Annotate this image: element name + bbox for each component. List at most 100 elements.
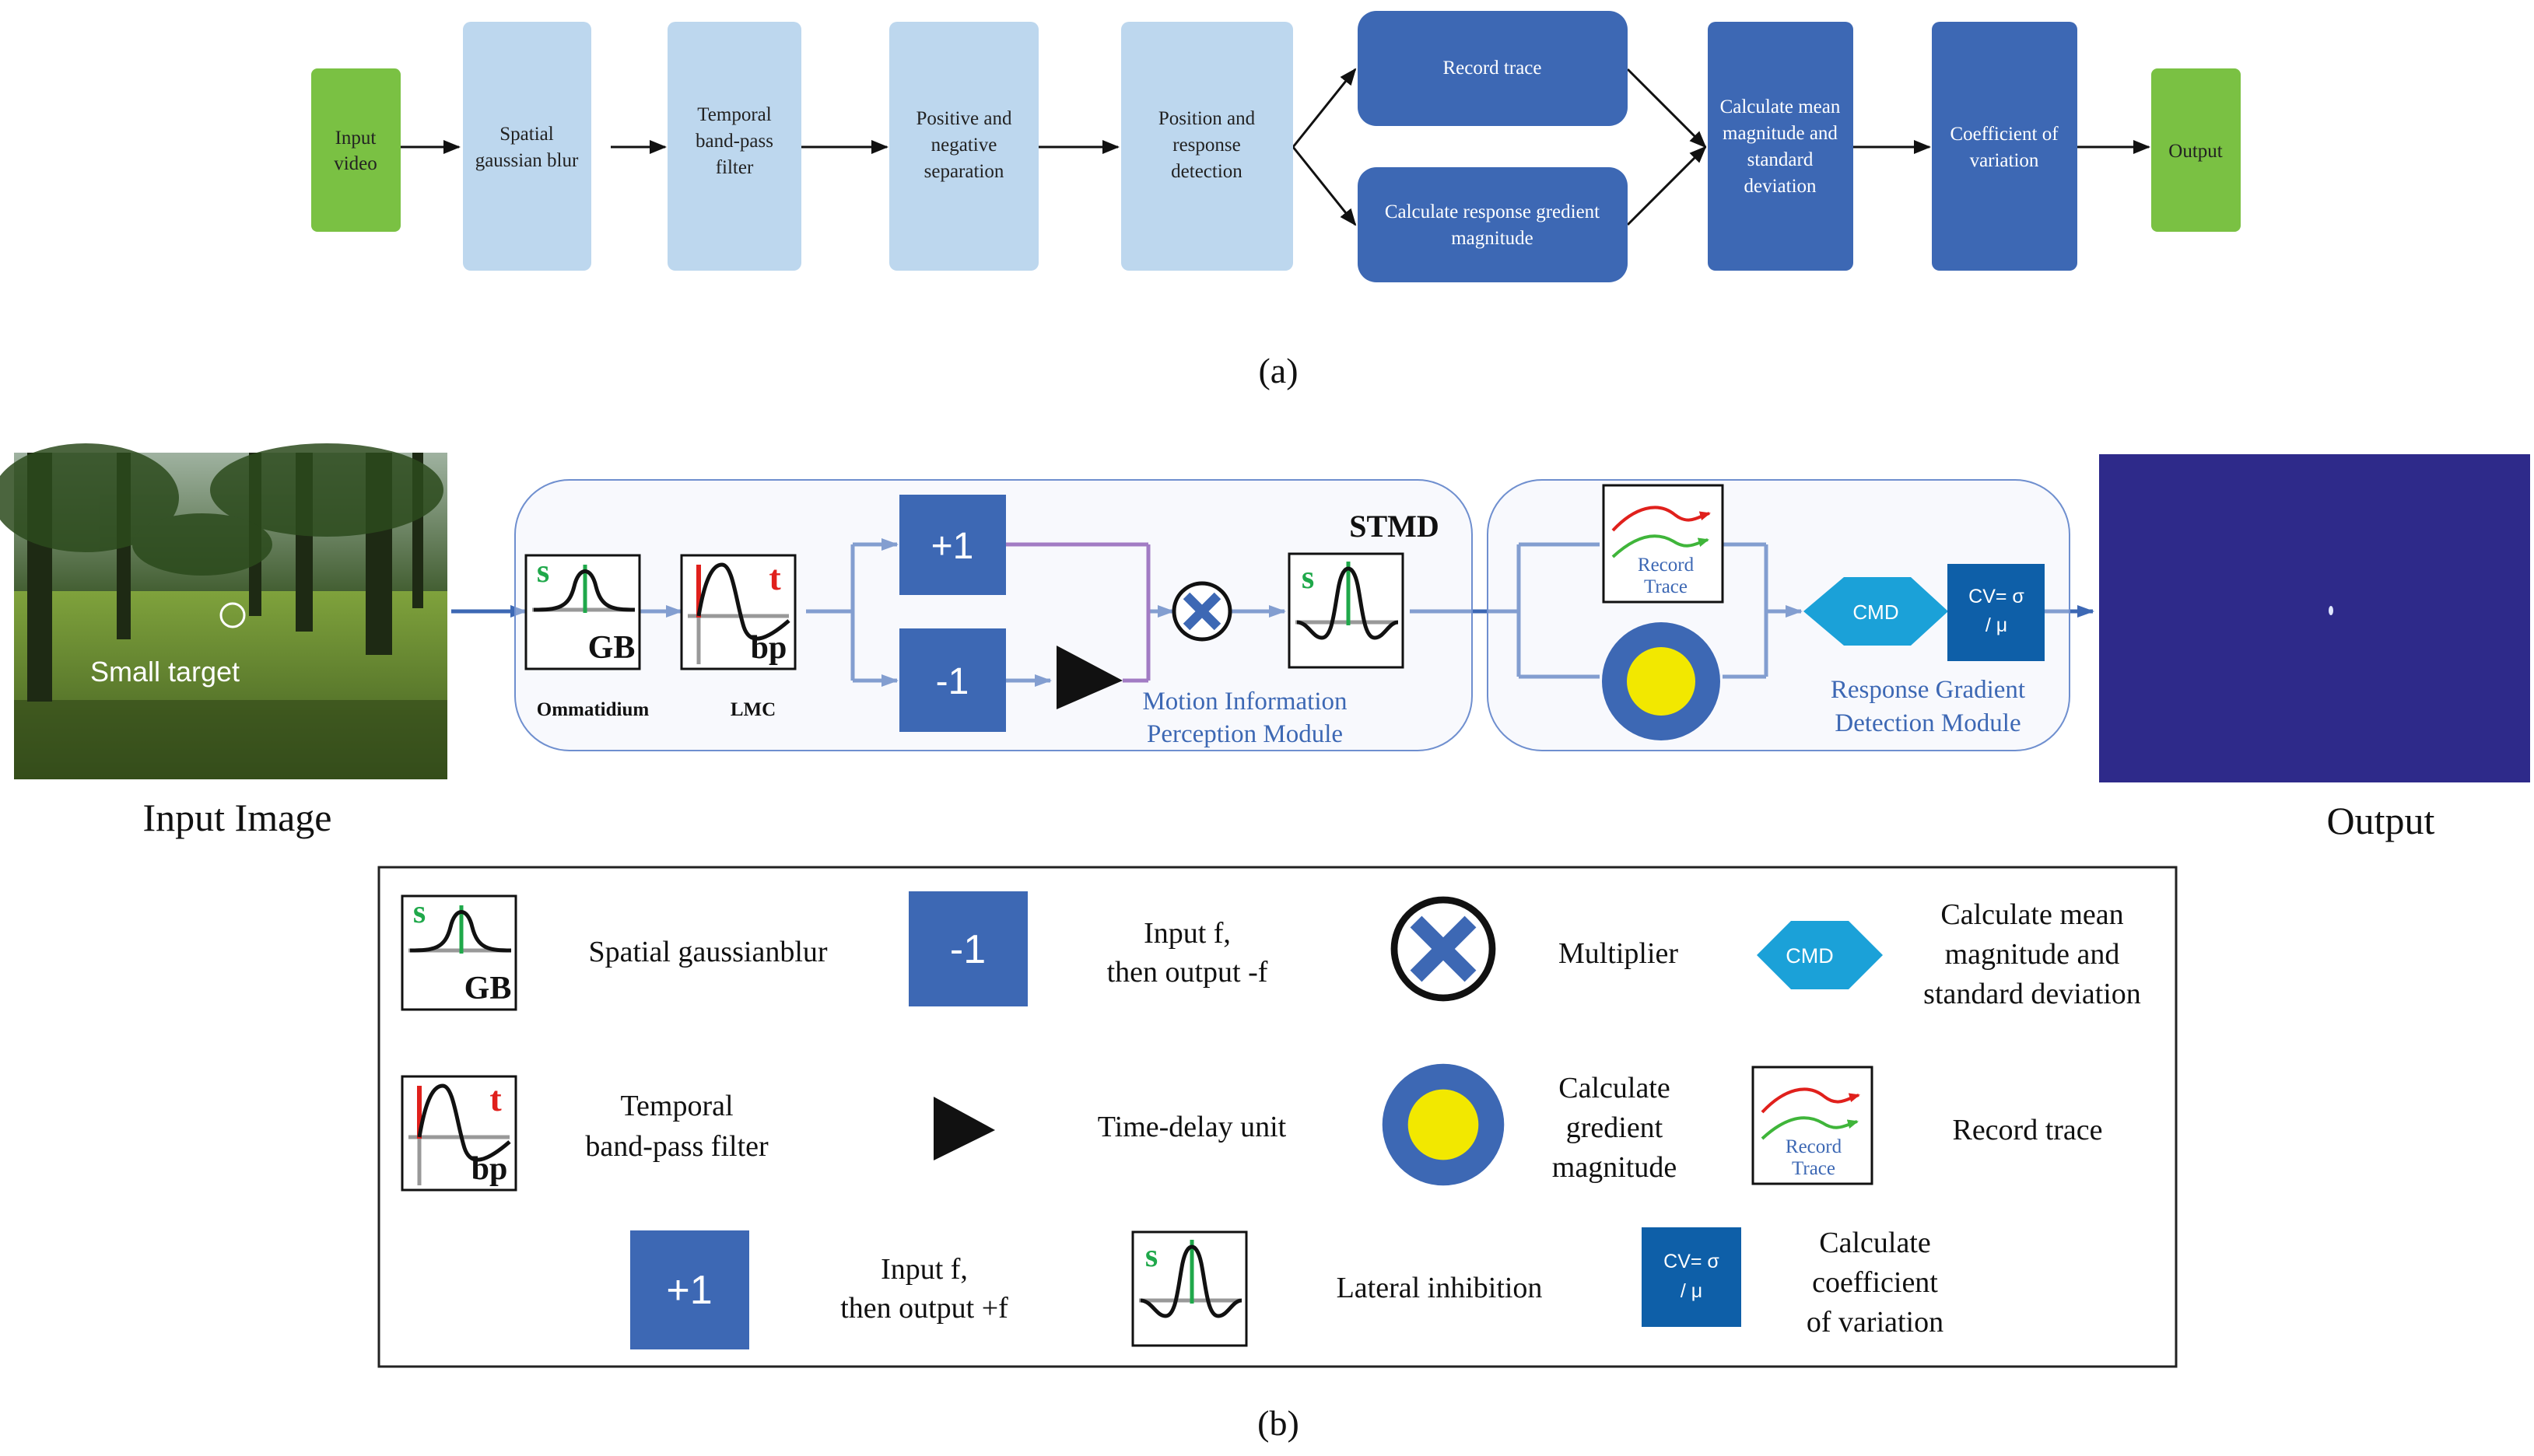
gradient-module-label: Response Gradient Detection Module <box>1831 676 2025 737</box>
svg-text:Record: Record <box>1638 555 1695 576</box>
legend-cmd-icon: CMD <box>1757 921 1883 989</box>
legend-gb-icon: s GB <box>402 894 516 1010</box>
svg-text:s: s <box>537 554 549 590</box>
svg-text:CMD: CMD <box>1786 944 1834 968</box>
step-coefficient-of-variation: Coefficient of variation <box>1932 22 2077 271</box>
svg-text:Input: Input <box>335 128 377 149</box>
svg-text:negative: negative <box>931 135 997 156</box>
step-spatial-gaussian-blur: Spatial gaussian blur <box>463 22 591 271</box>
svg-text:variation: variation <box>1970 150 2039 171</box>
svg-text:Motion Information: Motion Information <box>1142 688 1347 716</box>
legend-lateral-icon: s <box>1133 1232 1246 1346</box>
minus-one-block: -1 <box>899 628 1006 732</box>
svg-text:-1: -1 <box>950 927 986 972</box>
svg-text:s: s <box>413 894 426 930</box>
svg-text:/ μ: / μ <box>1985 614 2007 636</box>
svg-text:Response Gradient: Response Gradient <box>1831 676 2025 704</box>
input-image-label: Input Image <box>143 796 332 839</box>
plus-one-block: +1 <box>899 495 1006 595</box>
svg-text:-1: -1 <box>936 661 969 702</box>
svg-text:filter: filter <box>716 157 754 178</box>
step-record-trace: Record trace <box>1358 11 1628 126</box>
svg-text:GB: GB <box>588 630 636 666</box>
step-calculate-response-gradient-magnitude: Calculate response gredient magnitude <box>1358 167 1628 282</box>
legend-multiplier-icon <box>1394 900 1492 998</box>
svg-text:CMD: CMD <box>1852 600 1898 624</box>
legend-plus-one-icon: +1 <box>630 1230 749 1349</box>
svg-text:Trace: Trace <box>1792 1158 1835 1179</box>
lmc-label: LMC <box>731 699 776 720</box>
legend-bp-icon: t bp <box>402 1076 516 1190</box>
input-image: Small target <box>0 443 447 779</box>
ommatidium-label: Ommatidium <box>537 699 650 720</box>
svg-text:detection: detection <box>1171 161 1242 182</box>
svg-text:separation: separation <box>924 161 1004 182</box>
legend-minus-one-icon: -1 <box>909 891 1028 1006</box>
svg-text:Record: Record <box>1786 1136 1842 1157</box>
stmd-label: STMD <box>1349 509 1439 544</box>
record-trace-block: Record Trace <box>1602 484 1724 604</box>
bp-filter-block: t bp <box>682 555 795 669</box>
svg-text:t: t <box>769 558 781 597</box>
svg-text:band-pass: band-pass <box>696 131 773 152</box>
motion-module-label: Motion Information Perception Module <box>1142 688 1347 748</box>
svg-text:/ μ: / μ <box>1681 1280 1702 1302</box>
svg-text:Temporal: Temporal <box>697 104 771 125</box>
legend-record-icon: Record Trace <box>1751 1066 1873 1185</box>
svg-text:+1: +1 <box>931 526 974 567</box>
gradient-magnitude-icon <box>1602 622 1720 740</box>
legend-record-text: Record trace <box>1952 1114 2102 1146</box>
legend-delay-text: Time-delay unit <box>1098 1111 1287 1143</box>
step-positive-negative-separation: Positive and negative separation <box>889 22 1039 271</box>
svg-text:Detection Module: Detection Module <box>1835 709 2021 737</box>
output-image <box>2099 454 2530 782</box>
svg-text:t: t <box>489 1079 502 1118</box>
svg-text:video: video <box>334 153 377 174</box>
legend-temporal-line1: Temporal <box>620 1090 733 1122</box>
small-target-label: Small target <box>90 656 240 688</box>
legend-delay-icon <box>934 1097 995 1160</box>
gb-filter-block: s GB <box>526 554 640 669</box>
legend-grad-line1: Calculate <box>1558 1072 1670 1104</box>
legend-cmd-desc-line1: Calculate mean <box>1940 898 2123 931</box>
svg-text:bp: bp <box>471 1151 508 1187</box>
purple-lines <box>1006 542 1151 683</box>
svg-text:Record trace: Record trace <box>1442 58 1541 79</box>
svg-text:Position and: Position and <box>1158 108 1256 129</box>
svg-text:standard: standard <box>1747 149 1814 170</box>
step-output: Output <box>2151 68 2241 232</box>
svg-text:Positive and: Positive and <box>917 108 1012 129</box>
legend-temporal-line2: band-pass filter <box>585 1130 769 1163</box>
svg-text:gaussian blur: gaussian blur <box>475 150 579 171</box>
legend-plus-desc-line2: then output +f <box>840 1292 1008 1325</box>
legend-cmd-desc-line2: magnitude and <box>1945 938 2120 971</box>
lateral-inhibition-block: s <box>1289 554 1403 667</box>
svg-text:deviation: deviation <box>1744 176 1817 197</box>
svg-text:s: s <box>1145 1238 1158 1274</box>
svg-text:Trace: Trace <box>1644 576 1688 597</box>
legend-cmd-desc-line3: standard deviation <box>1923 978 2141 1010</box>
legend-grad-line2: gredient <box>1566 1111 1663 1144</box>
legend-grad-line3: magnitude <box>1552 1151 1677 1184</box>
svg-text:Perception Module: Perception Module <box>1147 720 1343 748</box>
panel-a-flowchart: Input video Spatial gaussian blur Tempor… <box>311 11 2241 282</box>
legend-gradient-icon <box>1382 1063 1505 1186</box>
svg-text:Output: Output <box>2168 141 2223 162</box>
svg-text:+1: +1 <box>666 1268 712 1313</box>
caption-b: (b) <box>1257 1403 1299 1443</box>
svg-text:magnitude: magnitude <box>1451 228 1533 249</box>
legend-cv-line1: Calculate <box>1819 1227 1930 1259</box>
cv-block: CV= σ / μ <box>1947 564 2045 661</box>
motion-module-box <box>514 479 1473 751</box>
caption-a: (a) <box>1258 351 1298 390</box>
legend-spatial-blur-text: Spatial gaussianblur <box>588 936 827 968</box>
legend-lateral-text: Lateral inhibition <box>1337 1272 1543 1304</box>
legend-minus-desc-line2: then output -f <box>1107 956 1268 989</box>
cmd-diamond: CMD <box>1803 577 1948 646</box>
output-label: Output <box>2327 799 2435 842</box>
svg-text:CV= σ: CV= σ <box>1968 586 2024 607</box>
svg-text:magnitude and: magnitude and <box>1723 123 1838 144</box>
svg-text:Spatial: Spatial <box>499 124 553 145</box>
step-calculate-mean-magnitude-std: Calculate mean magnitude and standard de… <box>1708 22 1853 271</box>
